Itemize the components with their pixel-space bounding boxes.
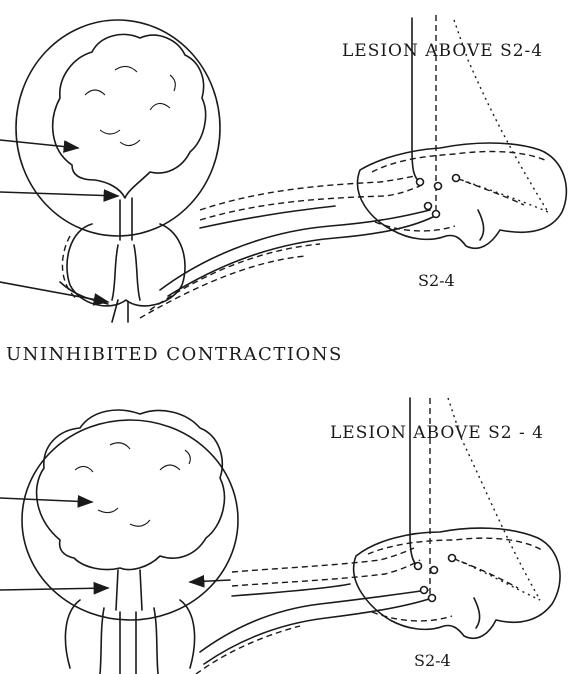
caption: UNINHIBITED CONTRACTIONS: [6, 344, 343, 365]
spinal-cord-segment: [354, 528, 560, 638]
lesion-label: LESION ABOVE S2 - 4: [330, 423, 544, 443]
panel-second: LESION ABOVE S2 - 4 S2-4: [0, 398, 560, 674]
bladder-illustration: [16, 20, 220, 322]
lesion-label: LESION ABOVE S2-4: [342, 41, 543, 61]
panel-uninhibited: LESION ABOVE S2-4 S2-4 UNINHIBITED CONTR…: [0, 15, 566, 365]
nerve-pathways: [140, 176, 435, 318]
segment-label: S2-4: [414, 651, 451, 670]
bladder-illustration: [22, 410, 238, 674]
segment-label: S2-4: [418, 271, 455, 290]
